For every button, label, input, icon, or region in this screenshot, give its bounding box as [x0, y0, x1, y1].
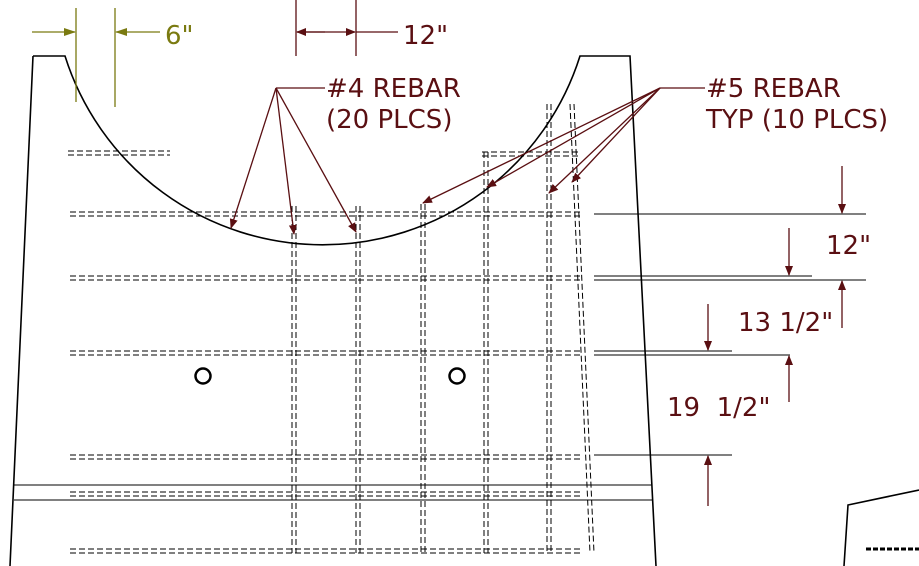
rebar5-leader-group [422, 87, 705, 204]
horizontal-rebar-row [70, 350, 583, 356]
rebar5-label-line1: #5 REBAR [706, 74, 841, 104]
dim-12in-right-label: 12" [826, 231, 871, 261]
dim-12in-top-label: 12" [403, 21, 448, 51]
horizontal-rebar-row [70, 275, 583, 281]
dim-19-5in-label: 19 1/2" [667, 393, 770, 423]
vertical-rebar [291, 206, 297, 553]
vertical-rebar [420, 204, 426, 553]
horizontal-rebar-row [70, 211, 583, 217]
rebar5-label-line2: TYP (10 PLCS) [705, 105, 888, 135]
vertical-rebar [483, 152, 489, 553]
horizontal-rebar-row [70, 548, 583, 554]
rebar4-label-line1: #4 REBAR [326, 74, 461, 104]
vertical-rebar [355, 206, 361, 553]
dimension-12in-top [295, 0, 398, 56]
dimension-6in [32, 8, 160, 107]
cage-top-bar [482, 151, 580, 157]
partial-side-view [843, 489, 919, 566]
rebar4-leader-group [229, 87, 357, 235]
vertical-rebar [546, 104, 552, 553]
horizontal-rebar-row [70, 491, 583, 497]
hole-right [448, 367, 466, 385]
rebar4-label-line2: (20 PLCS) [326, 105, 452, 135]
dim-6in-label: 6" [165, 21, 194, 51]
horizontal-rebar-row [70, 454, 583, 460]
hole-left [194, 367, 212, 385]
vertical-rebar-group [291, 103, 595, 554]
block-outline [9, 55, 657, 566]
dim-13-5in-label: 13 1/2" [738, 308, 833, 338]
horizontal-rebar-short [68, 150, 170, 156]
horizontal-rebar-group [68, 150, 583, 554]
right-dimension-arrows [704, 166, 846, 506]
